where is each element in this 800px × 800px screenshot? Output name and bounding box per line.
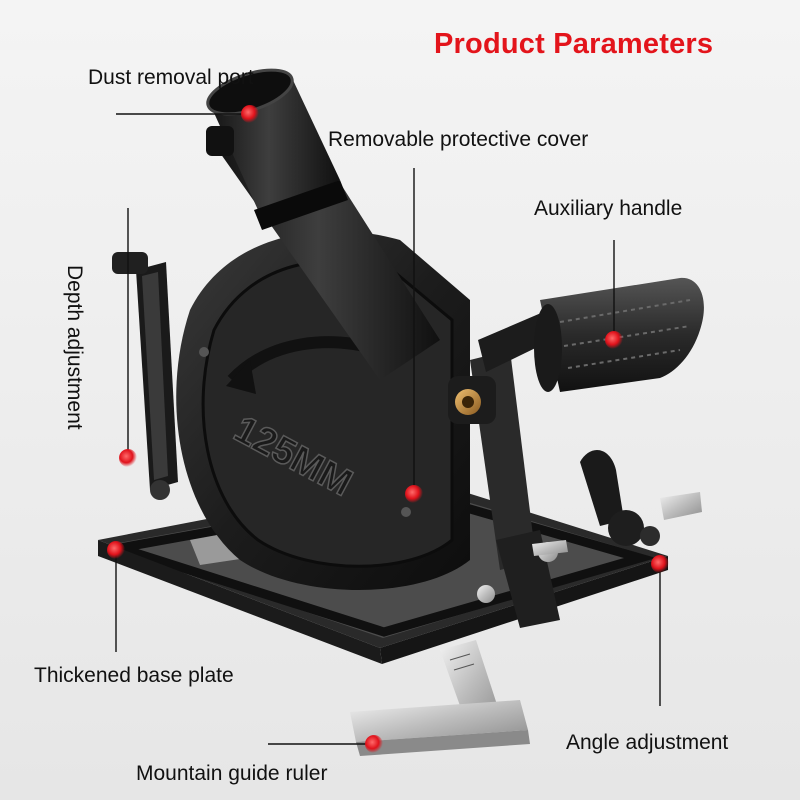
marker-protective-cover	[405, 485, 423, 503]
marker-dust-port	[241, 105, 259, 123]
label-depth-adjustment: Depth adjustment	[63, 265, 86, 430]
marker-angle-adjustment	[651, 555, 669, 573]
label-angle-adjustment: Angle adjustment	[566, 731, 729, 754]
marker-guide-ruler	[365, 735, 383, 753]
label-removable-protective-cover: Removable protective cover	[328, 128, 589, 151]
label-dust-removal-port: Dust removal port	[88, 66, 254, 89]
leader-lines	[115, 113, 661, 745]
marker-depth-adjustment	[119, 449, 137, 467]
guide-ruler	[350, 640, 530, 756]
marker-auxiliary-handle	[605, 331, 623, 349]
auxiliary-handle	[478, 277, 704, 392]
callout-markers	[107, 105, 669, 753]
marker-base-plate	[107, 541, 125, 559]
page-title: Product Parameters	[434, 28, 714, 60]
depth-adjustment-arm	[112, 252, 178, 500]
label-thickened-base-plate: Thickened base plate	[34, 664, 234, 687]
angle-adjustment-knob	[477, 450, 702, 603]
label-auxiliary-handle: Auxiliary handle	[534, 197, 683, 220]
label-mountain-guide-ruler: Mountain guide ruler	[136, 762, 328, 785]
